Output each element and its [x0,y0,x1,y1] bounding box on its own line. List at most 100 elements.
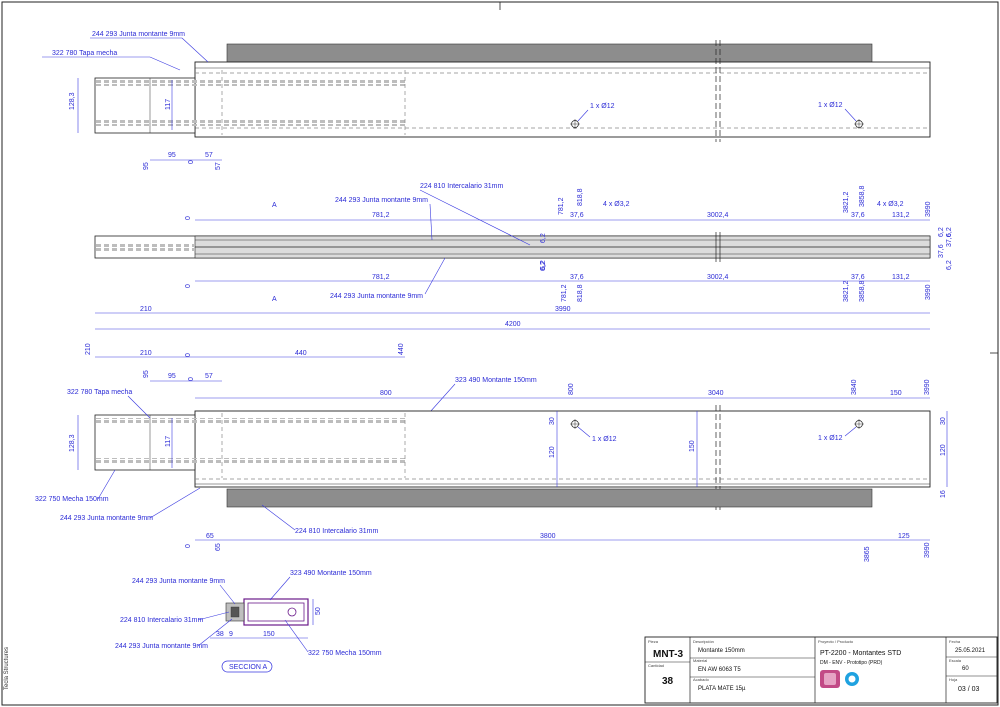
svg-text:117: 117 [165,436,172,447]
svg-text:125: 125 [898,533,910,540]
view1-hole-2: 1 x Ø12 [818,102,843,109]
drawing-scale: 60 [962,666,969,672]
view1-dim-128: 128,3 [69,92,76,110]
part-finish: PLATA MATE 15µ [698,686,746,692]
svg-text:3040: 3040 [708,390,724,397]
svg-text:Fecha: Fecha [949,639,961,644]
svg-text:6,2: 6,2 [946,260,953,270]
svg-text:6,2: 6,2 [946,227,953,237]
svg-text:0: 0 [185,284,192,288]
svg-text:3002,4: 3002,4 [707,274,729,281]
svg-text:37,6: 37,6 [938,244,945,258]
svg-text:131,2: 131,2 [892,212,910,219]
svg-text:16: 16 [940,490,947,498]
svg-text:210: 210 [140,350,152,357]
side-text: Tecla Structures [4,647,10,690]
view1-dim-0: 0 [188,160,195,164]
svg-text:95: 95 [168,373,176,380]
view2-holes-left: 4 x Ø3,2 [603,201,630,208]
svg-text:Material: Material [693,658,707,663]
svg-text:3858,8: 3858,8 [859,185,866,207]
view1-dim-57v: 57 [215,162,222,170]
svg-text:57: 57 [205,373,213,380]
svg-text:37,6: 37,6 [570,212,584,219]
svg-text:30: 30 [549,417,556,425]
svg-text:Cantidad: Cantidad [648,663,664,668]
view1-dim-95: 95 [168,152,176,159]
svg-text:6,2: 6,2 [540,261,547,271]
svg-text:Acabado: Acabado [693,677,710,682]
svg-text:65: 65 [206,533,214,540]
view2-section-mark-bot: A [272,296,277,303]
part-code: MNT-3 [653,649,683,660]
svg-text:150: 150 [890,390,902,397]
view3-hole-2: 1 x Ø12 [818,435,843,442]
svg-text:9: 9 [229,631,233,638]
svg-text:781,2: 781,2 [561,284,568,302]
view3-intercalario-label: 224 810 Intercalario 31mm [295,528,378,535]
view3-mecha-label: 322 750 Mecha 150mm [35,496,109,503]
svg-text:3990: 3990 [924,542,931,558]
svg-text:3821,2: 3821,2 [843,280,850,302]
drawing-date: 25.05.2021 [955,648,986,654]
view2-holes-right: 4 x Ø3,2 [877,201,904,208]
svg-text:781,2: 781,2 [558,197,565,215]
svg-text:0: 0 [185,544,192,548]
svg-text:120: 120 [940,444,947,456]
section-a: 244 293 Junta montante 9mm 323 490 Monta… [115,570,382,673]
view1-top-profile [226,43,873,63]
svg-text:210: 210 [85,343,92,355]
svg-text:818,8: 818,8 [577,284,584,302]
view2-junta-top: 244 293 Junta montante 9mm [335,197,428,204]
svg-text:3990: 3990 [925,201,932,217]
svg-text:Pieza: Pieza [648,639,659,644]
view1-dim-95v: 95 [143,162,150,170]
svg-text:Proyecto / Producto: Proyecto / Producto [818,639,854,644]
part-desc: Montante 150mm [698,648,745,654]
svg-text:Hoja: Hoja [949,677,958,682]
svg-text:800: 800 [380,390,392,397]
project-sub: DM - ENV - Prototipo (PRD) [820,660,883,666]
svg-text:120: 120 [549,446,556,458]
svg-text:65: 65 [215,543,222,551]
svg-text:3990: 3990 [924,379,931,395]
view1-junta-label: 244 293 Junta montante 9mm [92,31,185,38]
svg-text:818,8: 818,8 [577,188,584,206]
project-name: PT-2200 - Montantes STD [820,650,901,657]
svg-text:128,3: 128,3 [69,434,76,452]
section-mecha: 322 750 Mecha 150mm [308,650,382,657]
svg-text:3840: 3840 [851,379,858,395]
view1-hole-1: 1 x Ø12 [590,103,615,110]
view2-section-mark-top: A [272,202,277,209]
view3-hole-1: 1 x Ø12 [592,436,617,443]
svg-text:150: 150 [689,440,696,452]
svg-text:50: 50 [315,607,322,615]
view2-junta-bot: 244 293 Junta montante 9mm [330,293,423,300]
part-material: EN AW 6063 T5 [698,667,741,673]
svg-text:37,6: 37,6 [946,233,953,247]
view2-overall-210: 210 [140,306,152,313]
view1-dim-117: 117 [165,99,172,110]
svg-text:6,2: 6,2 [540,233,547,243]
svg-text:6,2: 6,2 [540,260,547,270]
svg-text:Descripción: Descripción [693,639,714,644]
svg-text:781,2: 781,2 [372,212,390,219]
svg-text:37,6: 37,6 [570,274,584,281]
svg-text:0: 0 [188,377,195,381]
svg-text:37,6: 37,6 [851,274,865,281]
svg-text:440: 440 [295,350,307,357]
view-3: 210 210 0 440 440 95 95 0 57 800 800 304… [35,343,948,562]
title-block: Pieza MNT-3 Cantidad 38 Descripción Mont… [644,636,998,704]
part-qty: 38 [662,676,674,687]
svg-text:38: 38 [216,631,224,638]
svg-text:Escala: Escala [949,658,962,663]
svg-text:0: 0 [185,353,192,357]
svg-text:0: 0 [185,216,192,220]
view1-dim-57: 57 [205,152,213,159]
svg-text:3858,8: 3858,8 [859,280,866,302]
view2-overall-4200: 4200 [505,321,521,328]
view3-junta-label: 244 293 Junta montante 9mm [60,515,153,522]
svg-text:3865: 3865 [864,546,871,562]
svg-text:3800: 3800 [540,533,556,540]
